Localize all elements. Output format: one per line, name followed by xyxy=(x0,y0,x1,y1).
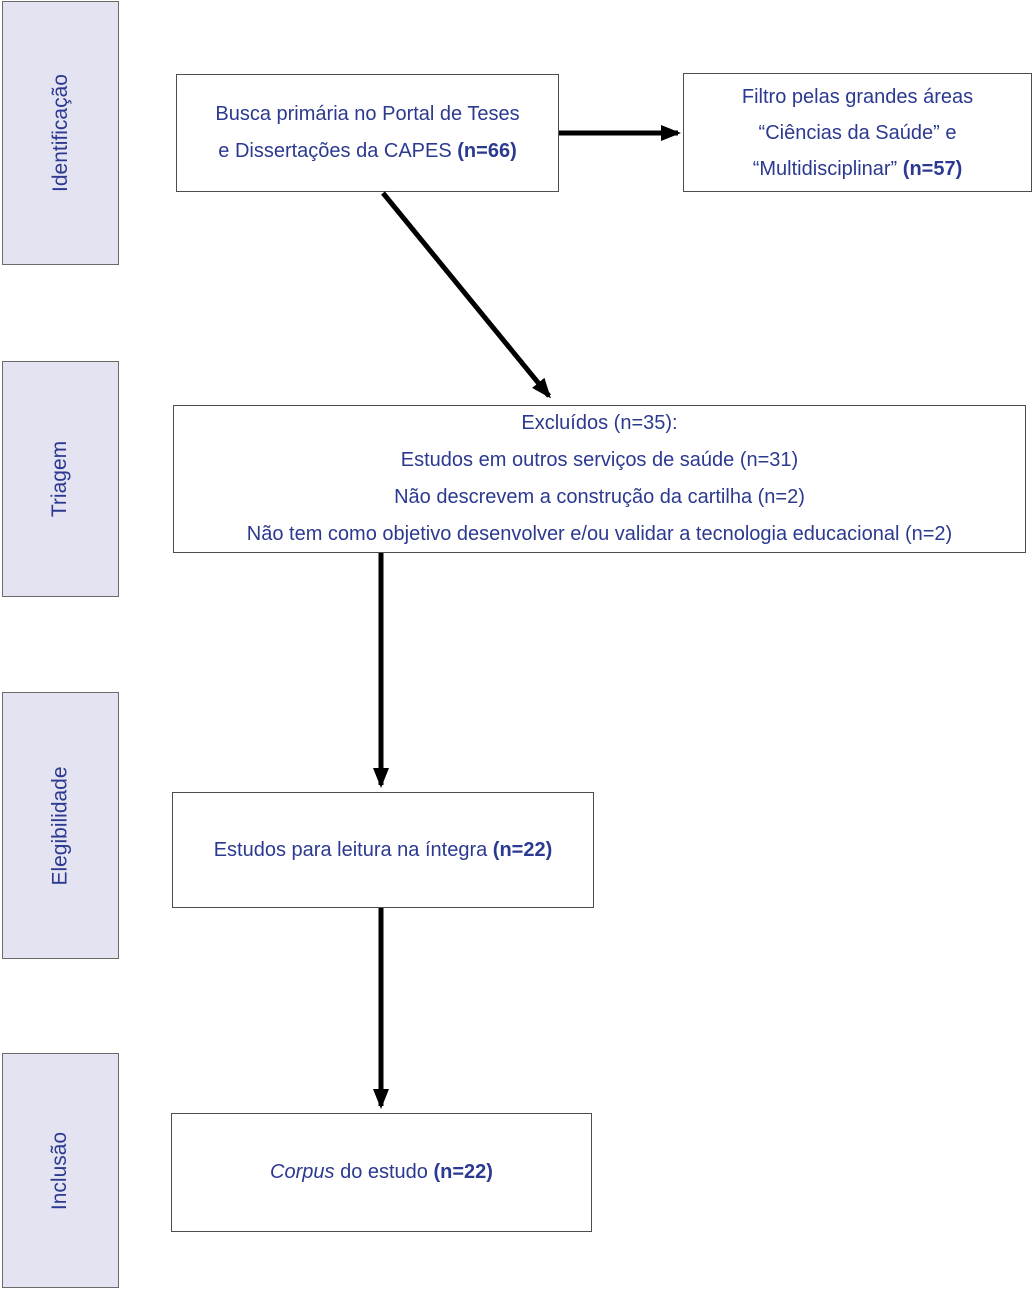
box-leitura-line: Estudos para leitura na íntegra (n=22) xyxy=(213,838,553,861)
stage-inclusao-label: Inclusão xyxy=(48,1131,72,1210)
busca-count: (n=66) xyxy=(457,140,517,162)
box-busca-line1: Busca primária no Portal de Teses xyxy=(215,103,520,125)
stage-inclusao: Inclusão xyxy=(2,1053,119,1288)
box-busca-line2: e Dissertações da CAPES (n=66) xyxy=(218,140,517,162)
box-filtro-areas: Filtro pelas grandes áreas “Ciências da … xyxy=(683,73,1032,192)
corpus-count: (n=22) xyxy=(433,1161,493,1183)
leitura-count: (n=22) xyxy=(492,838,553,861)
box-filtro-line2: “Ciências da Saúde” e xyxy=(758,121,957,144)
box-busca-primaria: Busca primária no Portal de Teses e Diss… xyxy=(176,74,559,192)
box-excluidos-line2: Estudos em outros serviços de saúde (n=3… xyxy=(400,449,799,471)
box-corpus-line: Corpus do estudo (n=22) xyxy=(270,1161,493,1183)
arrow-busca-to-excluidos xyxy=(381,191,551,399)
corpus-italic: Corpus xyxy=(270,1161,335,1183)
filtro-count: (n=57) xyxy=(902,157,963,180)
box-excluidos: Excluídos (n=35): Estudos em outros serv… xyxy=(173,405,1026,553)
stage-elegibilidade: Elegibilidade xyxy=(2,692,119,959)
stage-identificacao: Identificação xyxy=(2,1,119,265)
box-corpus-estudo: Corpus do estudo (n=22) xyxy=(171,1113,592,1232)
box-excluidos-line1: Excluídos (n=35): xyxy=(521,412,678,434)
box-excluidos-line4: Não tem como objetivo desenvolver e/ou v… xyxy=(246,523,953,545)
box-excluidos-line3: Não descrevem a construção da cartilha (… xyxy=(394,486,805,508)
stage-identificacao-label: Identificação xyxy=(48,74,72,192)
box-filtro-line3: “Multidisciplinar” (n=57) xyxy=(752,157,963,180)
box-leitura-integra: Estudos para leitura na íntegra (n=22) xyxy=(172,792,594,908)
stage-triagem: Triagem xyxy=(2,361,119,597)
box-filtro-line1: Filtro pelas grandes áreas xyxy=(741,85,974,108)
stage-triagem-label: Triagem xyxy=(48,440,72,518)
stage-elegibilidade-label: Elegibilidade xyxy=(48,765,72,886)
